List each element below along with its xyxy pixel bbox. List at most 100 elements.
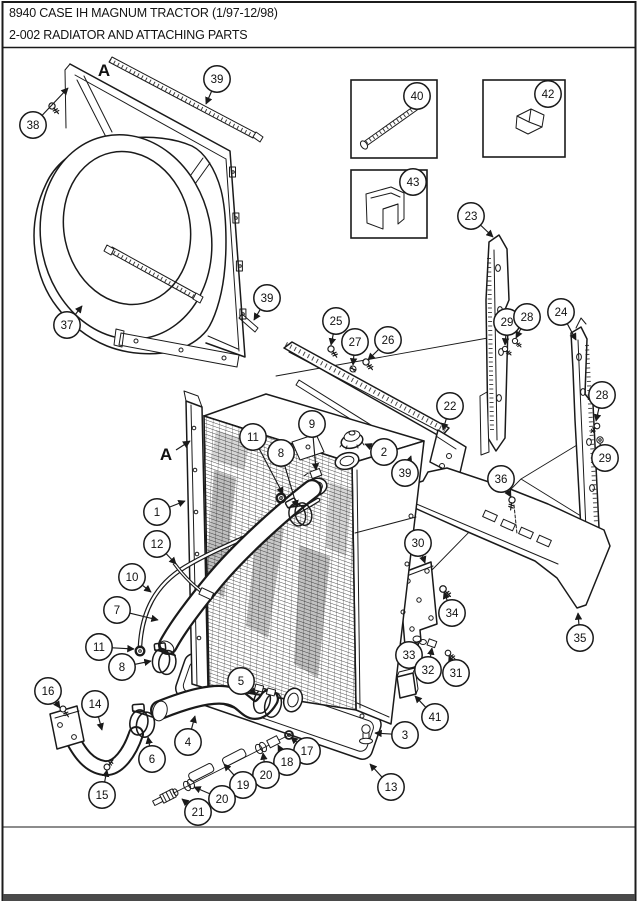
svg-text:1: 1 [154, 507, 160, 519]
svg-text:43: 43 [407, 177, 420, 189]
air-baffle-35 [396, 467, 611, 609]
view-label-A: A [98, 61, 110, 80]
hoses-group [49, 468, 328, 806]
bolt-3 [359, 724, 373, 745]
svg-text:6: 6 [149, 754, 155, 766]
shroud-bottom-flange [113, 328, 240, 368]
washers-33 [412, 635, 427, 645]
svg-text:3: 3 [402, 730, 408, 742]
callout-28: 28 [588, 381, 616, 422]
detail-box-contents [359, 98, 545, 230]
seal-strip-small [238, 313, 259, 333]
callout-39: 39 [391, 455, 419, 487]
svg-text:8: 8 [278, 448, 284, 460]
hose-strap-12 [172, 561, 215, 601]
clip-43 [365, 186, 405, 230]
svg-text:16: 16 [42, 686, 55, 698]
svg-text:19: 19 [237, 780, 250, 792]
shroud-ring-inner [62, 150, 192, 306]
clamp-20-upper [254, 741, 268, 755]
svg-text:28: 28 [596, 390, 609, 402]
svg-text:29: 29 [599, 453, 612, 465]
callout-32: 32 [414, 647, 442, 684]
svg-text:39: 39 [211, 74, 224, 86]
detail-boxes [350, 79, 566, 239]
svg-text:26: 26 [382, 335, 395, 347]
callout-29: 29 [591, 443, 619, 472]
callout-37: 37 [53, 305, 83, 339]
callout-8: 8 [267, 439, 299, 508]
callout-7: 7 [103, 596, 159, 624]
svg-text:11: 11 [93, 642, 105, 654]
callout-38: 38 [19, 87, 69, 139]
svg-text:8: 8 [119, 662, 125, 674]
svg-text:42: 42 [542, 89, 555, 101]
detail-box [350, 169, 428, 239]
svg-text:13: 13 [385, 782, 398, 794]
washer-29-right [596, 436, 604, 444]
doc-title: 8940 CASE IH MAGNUM TRACTOR (1/97-12/98) [9, 6, 278, 20]
svg-text:12: 12 [151, 539, 164, 551]
callout-39: 39 [203, 65, 231, 105]
drain-hose-19b [188, 763, 215, 782]
callout-8: 8 [108, 653, 152, 681]
callout-25: 25 [322, 307, 350, 346]
svg-text:38: 38 [27, 120, 40, 132]
block-41 [396, 667, 419, 699]
svg-text:34: 34 [446, 608, 459, 620]
section-title: 2-002 RADIATOR AND ATTACHING PARTS [9, 28, 248, 42]
callout-9: 9 [298, 410, 326, 471]
drain-assembly [152, 730, 294, 806]
svg-text:30: 30 [412, 538, 425, 550]
drain-petcock-21 [152, 788, 179, 806]
svg-text:14: 14 [89, 699, 102, 711]
svg-text:2: 2 [381, 447, 387, 459]
callout-35: 35 [566, 612, 594, 652]
callout-40: 40 [403, 82, 431, 110]
callout-2: 2 [364, 438, 398, 466]
callout-31: 31 [442, 655, 470, 687]
callout-10: 10 [118, 563, 152, 593]
callout-19: 19 [223, 763, 257, 799]
callout-3: 3 [374, 721, 419, 749]
washer-17 [284, 730, 294, 740]
svg-text:37: 37 [61, 320, 74, 332]
callout-4: 4 [174, 715, 202, 756]
svg-text:7: 7 [114, 605, 120, 617]
detail-box [350, 79, 438, 159]
clip-42 [515, 108, 545, 135]
svg-text:9: 9 [309, 419, 315, 431]
drain-hose-19a [222, 748, 247, 767]
callout-24: 24 [547, 298, 577, 341]
grommet-11-lower [134, 645, 146, 657]
svg-text:27: 27 [349, 337, 362, 349]
screw-28-left [510, 336, 524, 350]
callout-39: 39 [253, 284, 281, 321]
svg-text:A: A [160, 445, 172, 464]
svg-text:21: 21 [192, 807, 205, 819]
svg-text:17: 17 [301, 746, 314, 758]
callout-12: 12 [143, 530, 177, 565]
fan-shroud-group [33, 56, 264, 368]
fitting-18 [266, 735, 281, 749]
callout-6: 6 [138, 736, 166, 773]
callout-36: 36 [487, 465, 515, 498]
svg-text:20: 20 [260, 770, 273, 782]
callout-27: 27 [341, 328, 369, 366]
callout-21: 21 [181, 798, 212, 826]
svg-text:41: 41 [429, 712, 442, 724]
svg-text:32: 32 [422, 665, 435, 677]
callout-41: 41 [414, 695, 449, 731]
side-channel-left-23 [479, 234, 510, 456]
svg-text:28: 28 [521, 312, 534, 324]
callout-42: 42 [534, 80, 562, 108]
fitting-32 [426, 638, 438, 649]
radiator-cap-2 [339, 430, 365, 450]
svg-text:31: 31 [450, 668, 463, 680]
callout-43: 43 [399, 168, 427, 196]
svg-text:29: 29 [501, 317, 514, 329]
svg-text:23: 23 [465, 211, 478, 223]
